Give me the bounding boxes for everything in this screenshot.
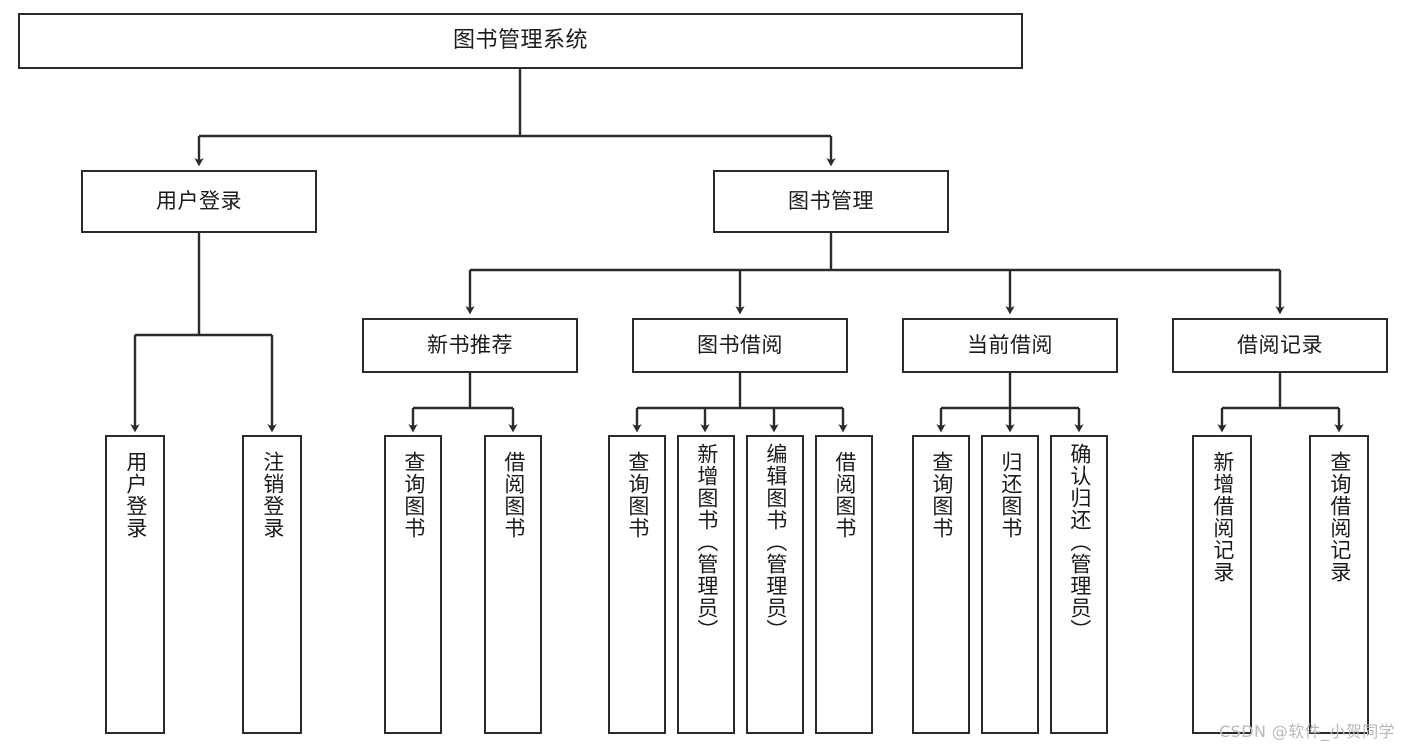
node-current-borrow-label: 当前借阅: [967, 333, 1053, 358]
node-book-borrow-label: 图书借阅: [697, 333, 783, 358]
leaf-logout-login[interactable]: 注销登录: [242, 435, 302, 734]
leaf-query-book-1[interactable]: 查询图书: [384, 435, 442, 734]
leaf-confirm-return-label: 确认归还（管理员）: [1067, 443, 1092, 641]
leaf-query-record-label: 查询借阅记录: [1327, 451, 1352, 583]
leaf-add-book-label: 新增图书（管理员）: [694, 443, 719, 641]
leaf-query-book-1-label: 查询图书: [401, 451, 426, 539]
leaf-query-book-2[interactable]: 查询图书: [608, 435, 666, 734]
leaf-logout-login-label: 注销登录: [260, 451, 285, 539]
leaf-add-book[interactable]: 新增图书（管理员）: [677, 435, 735, 734]
node-book-manage-label: 图书管理: [788, 189, 874, 214]
leaf-query-book-3-label: 查询图书: [929, 451, 954, 539]
leaf-add-record[interactable]: 新增借阅记录: [1192, 435, 1252, 734]
leaf-return-book-label: 归还图书: [998, 451, 1023, 539]
leaf-return-book[interactable]: 归还图书: [981, 435, 1039, 734]
leaf-query-book-2-label: 查询图书: [625, 451, 650, 539]
leaf-borrow-book-2-label: 借阅图书: [832, 451, 857, 539]
leaf-borrow-book-2[interactable]: 借阅图书: [815, 435, 873, 734]
node-root[interactable]: 图书管理系统: [18, 13, 1023, 69]
node-user-login[interactable]: 用户登录: [81, 170, 317, 233]
node-borrow-record-label: 借阅记录: [1237, 333, 1323, 358]
node-borrow-record[interactable]: 借阅记录: [1172, 318, 1388, 373]
leaf-user-login-label: 用户登录: [123, 451, 148, 539]
node-current-borrow[interactable]: 当前借阅: [902, 318, 1118, 373]
leaf-add-record-label: 新增借阅记录: [1210, 451, 1235, 583]
node-new-book-recommend[interactable]: 新书推荐: [362, 318, 578, 373]
node-root-label: 图书管理系统: [452, 28, 588, 54]
leaf-query-record[interactable]: 查询借阅记录: [1309, 435, 1369, 734]
leaf-borrow-book-1-label: 借阅图书: [501, 451, 526, 539]
node-user-login-label: 用户登录: [156, 189, 242, 214]
leaf-user-login[interactable]: 用户登录: [105, 435, 165, 734]
node-new-book-recommend-label: 新书推荐: [427, 333, 513, 358]
leaf-borrow-book-1[interactable]: 借阅图书: [484, 435, 542, 734]
csdn-watermark: CSDN @软件_小贺同学: [1219, 722, 1395, 741]
leaf-edit-book-label: 编辑图书（管理员）: [763, 443, 788, 641]
leaf-edit-book[interactable]: 编辑图书（管理员）: [746, 435, 804, 734]
leaf-query-book-3[interactable]: 查询图书: [912, 435, 970, 734]
leaf-confirm-return[interactable]: 确认归还（管理员）: [1050, 435, 1108, 734]
node-book-borrow[interactable]: 图书借阅: [632, 318, 848, 373]
node-book-manage[interactable]: 图书管理: [713, 170, 949, 233]
